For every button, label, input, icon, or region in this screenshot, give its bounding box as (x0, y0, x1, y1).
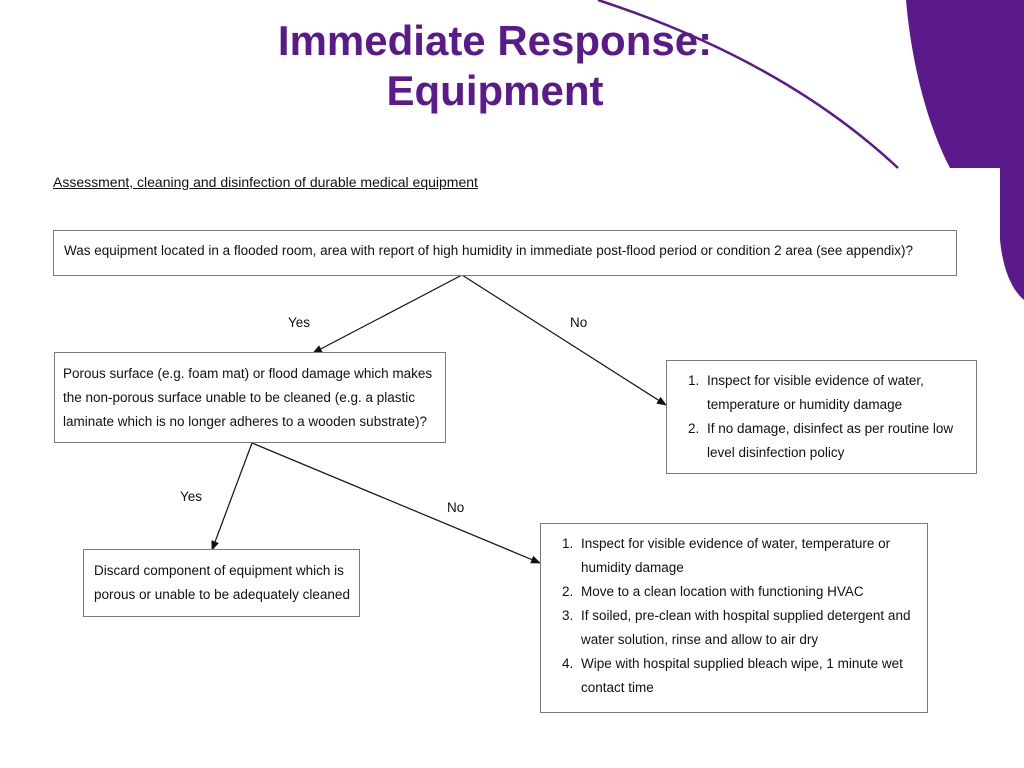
no-flood-step-1: Inspect for visible evidence of water, t… (703, 369, 970, 417)
label-no-2: No (447, 500, 465, 515)
clean-step-3: If soiled, pre-clean with hospital suppl… (577, 604, 913, 652)
question-text-porous: Porous surface (e.g. foam mat) or flood … (63, 366, 433, 429)
question-text-flooded: Was equipment located in a flooded room,… (64, 243, 913, 258)
question-box-flooded: Was equipment located in a flooded room,… (53, 230, 957, 276)
no-flood-steps: Inspect for visible evidence of water, t… (671, 369, 970, 465)
slide-title: Immediate Response: Equipment (150, 16, 840, 116)
discard-box: Discard component of equipment which is … (83, 549, 360, 617)
clean-step-2: Move to a clean location with functionin… (577, 580, 913, 604)
clean-step-1: Inspect for visible evidence of water, t… (577, 532, 913, 580)
title-line-1: Immediate Response: (277, 17, 713, 64)
label-no-1: No (570, 315, 588, 330)
question-box-porous: Porous surface (e.g. foam mat) or flood … (54, 352, 446, 443)
arrow-q1-no (461, 274, 667, 406)
clean-step-4: Wipe with hospital supplied bleach wipe,… (577, 652, 913, 700)
purple-corner-shape (906, 0, 1024, 300)
flowchart-heading: Assessment, cleaning and disinfection of… (53, 174, 478, 190)
discard-text: Discard component of equipment which is … (94, 563, 350, 602)
label-yes-2: Yes (180, 489, 203, 504)
action-box-no-flood: Inspect for visible evidence of water, t… (666, 360, 977, 474)
clean-steps: Inspect for visible evidence of water, t… (545, 532, 913, 700)
title-line-2: Equipment (386, 67, 604, 114)
arrow-q2-yes (211, 442, 253, 551)
label-yes-1: Yes (288, 315, 311, 330)
arrow-q1-yes (312, 274, 463, 354)
no-flood-step-2: If no damage, disinfect as per routine l… (703, 417, 970, 465)
action-box-clean: Inspect for visible evidence of water, t… (540, 523, 928, 713)
purple-swoosh-line (597, 0, 899, 169)
arrow-q2-no (251, 442, 541, 564)
